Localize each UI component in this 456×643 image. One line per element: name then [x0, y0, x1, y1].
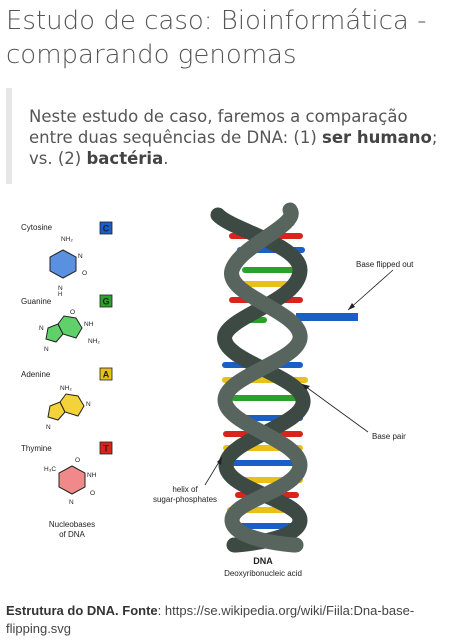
figure-caption: Estrutura do DNA. Fonte: https://se.wiki… [6, 602, 452, 638]
cytosine-letter: C [103, 224, 110, 234]
cytosine-nh2: NH₂ [61, 236, 73, 243]
thymine-letter: T [103, 444, 109, 454]
thymine-nh: NH [87, 472, 97, 479]
cytosine-h: H [58, 292, 62, 298]
intro-text-end: . [163, 149, 169, 168]
intro-text-start: Neste estudo de caso, faremos a comparaç… [29, 107, 408, 147]
guanine-nh: NH [84, 321, 94, 328]
nucleobase-adenine: Adenine A NH₂ N N [21, 367, 113, 431]
adenine-n: N [86, 401, 91, 408]
cytosine-ring [49, 249, 77, 279]
caption-bold: Estrutura do DNA. Fonte [6, 603, 158, 618]
thymine-h3c: H₃C [44, 466, 56, 473]
guanine-o: O [70, 309, 75, 316]
thymine-n: N [69, 499, 74, 506]
guanine-letter: G [102, 297, 109, 307]
caption-text: : https://se.wikipedia.org/wiki/Fiila:Dn… [6, 603, 415, 636]
adenine-swatch [99, 367, 113, 381]
nucleobase-cytosine: Cytosine C NH₂ N N H O [21, 221, 113, 298]
cytosine-label: Cytosine [21, 223, 53, 232]
guanine-swatch [99, 294, 113, 308]
organism-1: ser humano [322, 128, 432, 147]
guanine-ring-large [57, 315, 83, 339]
label-base-flipped: Base flipped out [356, 260, 414, 269]
cytosine-o: O [82, 270, 87, 277]
page-title: Estudo de caso: Bioinformática - compara… [6, 6, 427, 70]
thymine-o: O [90, 490, 95, 497]
thymine-label: Thymine [21, 444, 52, 453]
thymine-o-top: O [75, 457, 80, 464]
nucleobase-thymine: Thymine T H₃C O NH O N [21, 441, 113, 506]
dna-figure: Cytosine C NH₂ N N H O Guanine G O NH NH… [0, 200, 456, 595]
dna-helix [210, 202, 358, 553]
cytosine-nh: N [58, 285, 63, 292]
adenine-letter: A [103, 370, 110, 380]
thymine-ring [58, 465, 86, 495]
guanine-nh2: NH₂ [88, 338, 100, 345]
label-helix-line2: sugar-phosphates [153, 495, 217, 504]
dna-title: DNA [253, 556, 273, 566]
label-helix-line1: helix of [172, 485, 198, 494]
adenine-nh2: NH₂ [60, 385, 72, 392]
intro-blockquote: Neste estudo de caso, faremos a comparaç… [6, 88, 446, 184]
nucleobase-guanine: Guanine G O NH NH₂ N N [21, 294, 113, 353]
dna-diagram: Cytosine C NH₂ N N H O Guanine G O NH NH… [21, 202, 414, 578]
guanine-n: N [39, 325, 44, 332]
annotation-base-flipped: Base flipped out [347, 260, 414, 311]
annotation-helix: helix of sugar-phosphates [153, 456, 223, 504]
cytosine-swatch [99, 221, 113, 235]
adenine-ring-large [59, 393, 85, 417]
label-base-pair: Base pair [372, 432, 406, 441]
organism-2: bactéria [86, 149, 164, 168]
strand-1 [210, 207, 311, 553]
annotation-base-pair: Base pair [301, 383, 406, 441]
guanine-label: Guanine [21, 297, 52, 306]
dna-subtitle: Deoxyribonucleic acid [224, 569, 302, 578]
nucleobases-caption-line2: of DNA [59, 530, 85, 539]
adenine-ring-small [47, 401, 66, 421]
guanine-ring-small [45, 323, 64, 343]
thymine-swatch [99, 441, 113, 455]
guanine-nh-bottom: N [44, 346, 49, 353]
adenine-n-bottom: N [46, 424, 51, 431]
nucleobases-caption-line1: Nucleobases [49, 520, 95, 529]
cytosine-n: N [78, 253, 83, 260]
intro-paragraph: Neste estudo de caso, faremos a comparaç… [29, 106, 439, 169]
adenine-label: Adenine [21, 370, 51, 379]
strand-2 [217, 202, 308, 553]
intro-text-middle: ; vs. (2) [29, 128, 438, 168]
